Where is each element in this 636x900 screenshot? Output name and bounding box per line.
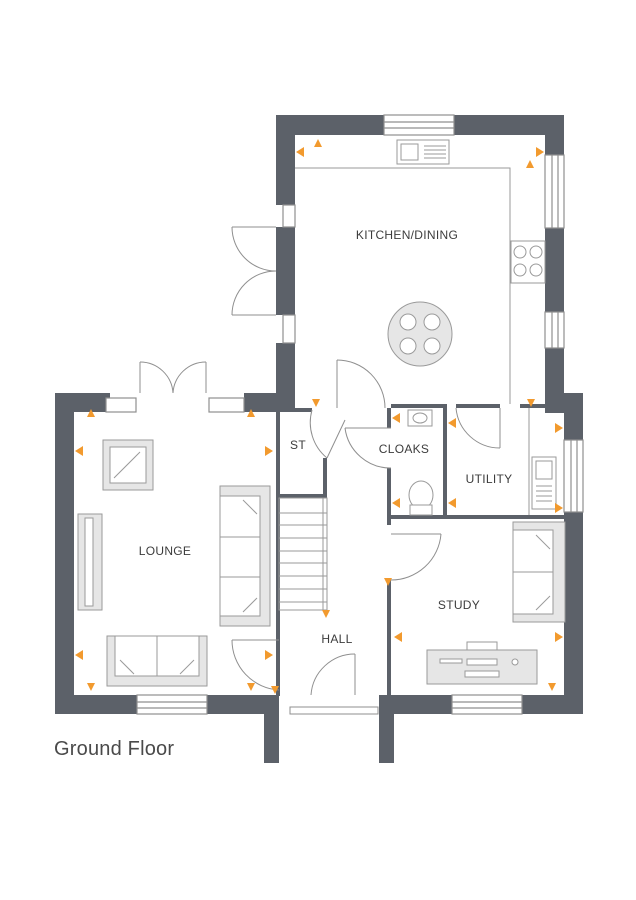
room-label-lounge: LOUNGE	[139, 544, 191, 558]
armchair-icon	[102, 439, 154, 491]
study-furniture	[426, 521, 566, 685]
dining-table-icon	[387, 301, 453, 367]
room-label-utility: UTILITY	[466, 472, 513, 486]
doors	[139, 226, 501, 715]
floor-caption: Ground Floor	[54, 738, 175, 760]
outer-walls	[55, 115, 583, 763]
desk-icon	[426, 641, 538, 685]
room-label-cloaks: CLOAKS	[379, 442, 430, 456]
sofa-bottom-icon	[106, 635, 208, 687]
lounge-bottom-window	[136, 694, 208, 715]
cloaks-utility-fixtures	[407, 408, 557, 516]
study-bottom-window	[451, 694, 523, 715]
lounge-furniture	[77, 439, 271, 687]
utility-right-window	[563, 439, 584, 513]
room-label-study: STUDY	[438, 598, 480, 612]
sofa-right-icon	[219, 485, 271, 627]
room-label-st: ST	[290, 438, 306, 452]
kitchen-right-window-upper	[544, 154, 565, 229]
toilet-icon	[408, 480, 434, 516]
inner-walls	[276, 404, 566, 696]
study-sofa-icon	[512, 521, 566, 623]
tv-unit-icon	[77, 513, 103, 611]
room-label-hall: HALL	[321, 632, 352, 646]
windows	[105, 114, 584, 715]
staircase	[278, 497, 328, 611]
dimension-markers	[75, 139, 563, 694]
kitchen-top-window	[383, 114, 455, 136]
kitchen-right-window-lower	[544, 311, 565, 349]
room-labels: KITCHEN/DINING LOUNGE ST CLOAKS UTILITY …	[139, 228, 513, 646]
room-label-kitchen-dining: KITCHEN/DINING	[356, 228, 458, 242]
kitchen-fixtures	[295, 139, 546, 404]
